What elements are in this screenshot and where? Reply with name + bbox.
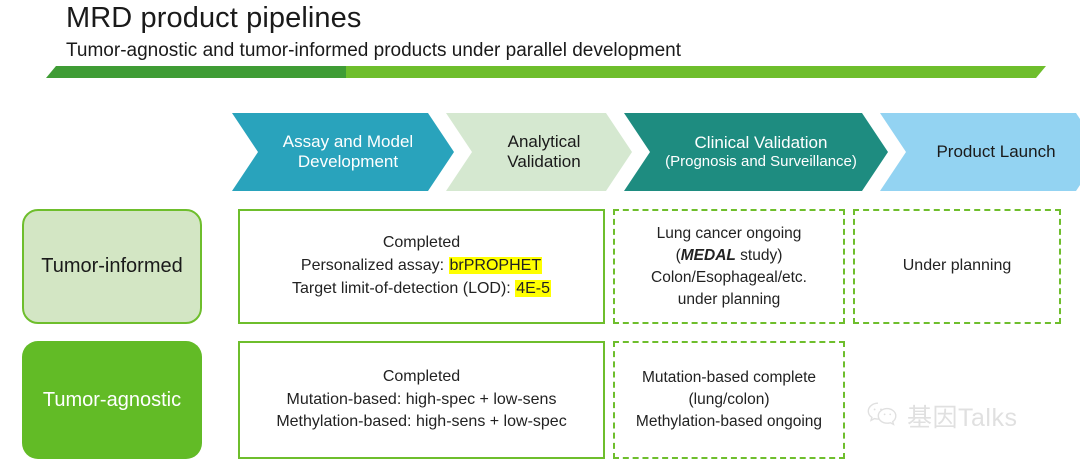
cell-tumor-informed-development: Completed Personalized assay: brPROPHET … — [238, 209, 605, 324]
cell-line-study: (MEDAL study) — [676, 245, 783, 267]
assay-name-highlight: brPROPHET — [448, 257, 543, 275]
assay-label: Personalized assay: — [300, 257, 449, 275]
row-label-tumor-informed: Tumor-informed — [22, 209, 202, 324]
study-paren-open: ( — [675, 246, 681, 264]
page-subtitle: Tumor-agnostic and tumor-informed produc… — [66, 40, 681, 61]
stage-analytical-validation[interactable]: Analytical Validation — [446, 113, 632, 191]
cell-line-mutation-complete: Mutation-based complete — [641, 369, 817, 386]
stage-product-launch[interactable]: Product Launch — [880, 113, 1080, 191]
wechat-icon — [866, 400, 900, 433]
page-title: MRD product pipelines — [66, 2, 362, 34]
divider-segment-light — [346, 66, 1046, 78]
cell-line-lod: Target limit-of-detection (LOD): 4E-5 — [292, 278, 551, 301]
cell-line-methylation-ongoing: Methylation-based ongoing — [635, 413, 823, 430]
cell-line-lung: Lung cancer ongoing — [656, 224, 802, 242]
divider-segment-dark — [46, 66, 346, 78]
stage-label-line2: Development — [297, 152, 399, 171]
cell-line-under-planning: Under planning — [902, 257, 1012, 275]
stage-label-line1: Analytical — [507, 131, 581, 151]
cell-tumor-agnostic-clinical: Mutation-based complete (lung/colon) Met… — [613, 341, 845, 459]
row-label-tumor-agnostic: Tumor-agnostic — [22, 341, 202, 459]
cell-line-assay: Personalized assay: brPROPHET — [300, 255, 543, 278]
stage-clinical-validation[interactable]: Clinical Validation (Prognosis and Surve… — [624, 113, 888, 191]
study-paren-close: study) — [735, 246, 783, 264]
cell-line-mutation: Mutation-based: high-spec + low-sens — [286, 390, 557, 408]
pipeline-stage-bar: Assay and Model Development Analytical V… — [232, 113, 1072, 191]
cell-line-methylation: Methylation-based: high-sens + low-spec — [276, 413, 567, 431]
stage-label-line1: Assay and Model — [282, 131, 414, 151]
stage-label-line2: Validation — [507, 152, 581, 171]
watermark: 基因Talks — [866, 398, 1017, 434]
header-divider — [46, 66, 1046, 78]
study-name: MEDAL — [680, 246, 736, 264]
watermark-text: 基因Talks — [907, 404, 1018, 432]
cell-tumor-informed-launch: Under planning — [853, 209, 1061, 324]
cell-line-status: Completed — [382, 234, 461, 252]
lod-label: Target limit-of-detection (LOD): — [292, 279, 516, 297]
cell-line-under-planning: under planning — [677, 290, 781, 308]
cell-tumor-agnostic-development: Completed Mutation-based: high-spec + lo… — [238, 341, 605, 459]
stage-assay-and-model-development[interactable]: Assay and Model Development — [232, 113, 454, 191]
cell-tumor-informed-clinical: Lung cancer ongoing (MEDAL study) Colon/… — [613, 209, 845, 324]
lod-value-highlight: 4E-5 — [515, 279, 551, 297]
stage-label-line2: (Prognosis and Surveillance) — [665, 153, 857, 171]
stage-label-line1: Product Launch — [936, 141, 1056, 161]
cell-line-other-cancers: Colon/Esophageal/etc. — [651, 268, 807, 286]
cell-line-status: Completed — [382, 367, 461, 385]
stage-label-line1: Clinical Validation — [694, 133, 828, 153]
cell-line-indications: (lung/colon) — [688, 391, 770, 408]
